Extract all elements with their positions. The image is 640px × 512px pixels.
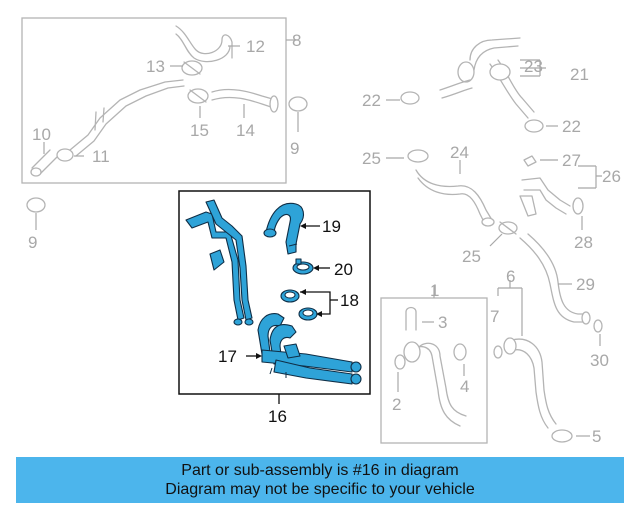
callout-25b: 25 xyxy=(462,247,481,266)
callout-5: 5 xyxy=(592,427,601,446)
caption-line-2: Diagram may not be specific to your vehi… xyxy=(165,481,475,498)
clamp-9a-ghost xyxy=(288,96,308,132)
callout-14: 14 xyxy=(236,121,255,140)
clamp-25b-ghost xyxy=(498,221,518,235)
oring-30-ghost xyxy=(593,319,603,333)
callout-17: 17 xyxy=(218,347,237,366)
hose-14-ghost xyxy=(211,88,279,113)
clamp-11-ghost xyxy=(56,148,74,162)
callout-22a: 22 xyxy=(362,91,381,110)
callout-15: 15 xyxy=(190,121,209,140)
callout-22b: 22 xyxy=(562,117,581,136)
callout-10: 10 xyxy=(32,125,51,144)
assembly-box-16 xyxy=(178,190,371,404)
callout-9b: 9 xyxy=(28,233,37,252)
hose-21-ghost xyxy=(439,37,535,119)
callout-21: 21 xyxy=(570,65,589,84)
clamp-5-ghost xyxy=(551,429,573,443)
hose-17-part xyxy=(257,313,362,385)
clamp-18a-part xyxy=(280,289,300,303)
callout-3: 3 xyxy=(438,313,447,332)
assembly-box-1 xyxy=(380,286,488,444)
callout-20: 20 xyxy=(334,260,353,279)
callout-27: 27 xyxy=(562,151,581,170)
callout-6: 6 xyxy=(506,267,515,286)
callout-1: 1 xyxy=(430,281,439,300)
hose-10-ghost xyxy=(30,149,59,177)
hose-12-ghost xyxy=(175,25,233,63)
callout-30: 30 xyxy=(590,351,609,370)
hose-29-ghost xyxy=(519,233,591,325)
callout-24: 24 xyxy=(450,143,469,162)
callout-9a: 9 xyxy=(290,139,299,158)
callout-8: 8 xyxy=(292,31,301,50)
callout-19: 19 xyxy=(322,217,341,236)
hose-19-part xyxy=(263,202,305,255)
caption-banner: Part or sub-assembly is #16 in diagram D… xyxy=(16,457,624,503)
callout-7: 7 xyxy=(490,307,499,326)
callout-25a: 25 xyxy=(362,149,381,168)
callout-18: 18 xyxy=(340,291,359,310)
assembly-box-8 xyxy=(21,17,298,184)
bracket-26-ghost xyxy=(519,155,584,217)
clamp-18b-part xyxy=(298,307,318,321)
callout-4: 4 xyxy=(460,377,469,396)
clamp-15-ghost xyxy=(187,88,209,104)
clamp-22a-ghost xyxy=(400,91,420,105)
hose-6-ghost xyxy=(493,337,557,429)
callout-2: 2 xyxy=(392,395,401,414)
caption-line-1: Part or sub-assembly is #16 in diagram xyxy=(181,462,459,479)
clamp-9b-ghost xyxy=(26,197,46,230)
callout-13: 13 xyxy=(146,57,165,76)
clamp-20-part xyxy=(292,258,314,275)
clamp-13-ghost xyxy=(181,60,203,76)
hose-24-ghost xyxy=(407,149,495,227)
callout-12: 12 xyxy=(246,37,265,56)
clamp-22b-ghost xyxy=(524,119,544,133)
coolant-pipe-ghost xyxy=(69,79,185,157)
callout-29: 29 xyxy=(576,275,595,294)
callout-16: 16 xyxy=(268,407,287,426)
callout-23: 23 xyxy=(524,57,543,76)
pipe-frame-part xyxy=(185,199,254,326)
callout-11: 11 xyxy=(92,147,110,166)
callout-28: 28 xyxy=(574,233,593,252)
callout-26: 26 xyxy=(602,167,621,186)
